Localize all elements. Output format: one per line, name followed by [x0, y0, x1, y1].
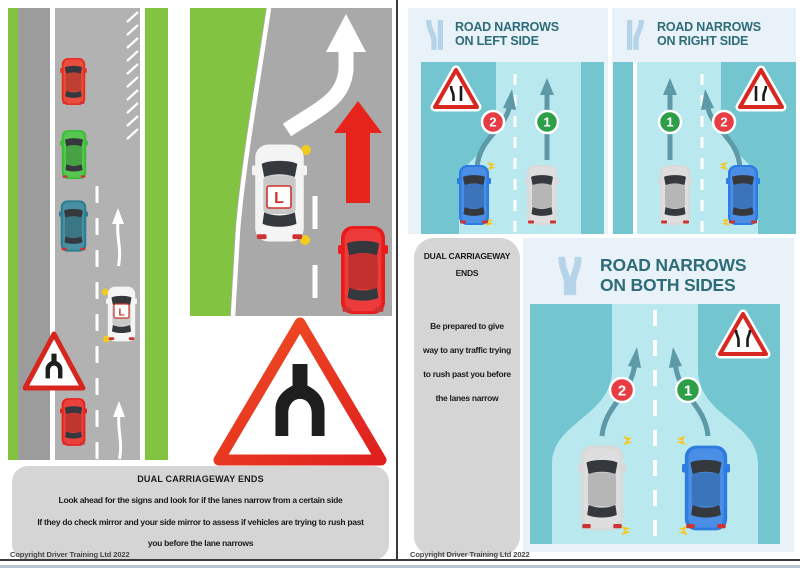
note-title-line: DUAL CARRIAGEWAY [423, 251, 511, 261]
road-narrows-right-icon [626, 19, 644, 50]
svg-text:2: 2 [720, 115, 727, 130]
car-blue [726, 165, 760, 225]
panel-title-line: ON LEFT SIDE [455, 34, 539, 49]
merge-path-arrow [282, 14, 366, 137]
panel-title-line: ROAD NARROWS [600, 255, 747, 275]
svg-text:2: 2 [489, 115, 496, 130]
note-line: the lanes narrow [435, 393, 499, 404]
lane-arrow [113, 401, 125, 460]
road-narrows-both-icon [558, 256, 582, 296]
panel-road-narrows-right: ROAD NARROWS ON RIGHT SIDE [612, 8, 796, 234]
badge-first [657, 109, 683, 135]
badge-second [608, 376, 636, 404]
badge-first [534, 109, 560, 135]
lane-arrow [112, 208, 124, 267]
window-bottom-edge [0, 565, 800, 568]
badge-second [711, 109, 737, 135]
car-teal [59, 200, 88, 252]
summary-line: If they do check mirror and your side mi… [37, 516, 364, 527]
page-right: ROAD NARROWS ON LEFT SIDE [400, 0, 800, 561]
road-narrows-left-icon [426, 19, 444, 50]
scene-narrows-left: 2 1 [421, 62, 604, 234]
car-red [338, 226, 388, 314]
car-gray [578, 445, 626, 531]
note-title-line: ENDS [455, 268, 479, 279]
panel-title-line: ROAD NARROWS [455, 20, 559, 34]
svg-text:2: 2 [618, 383, 626, 400]
summary-line: you before the lane narrows [147, 538, 254, 548]
illustration-dual-carriageway: L [8, 8, 168, 460]
road-edge-line [230, 8, 272, 316]
car-red [60, 58, 87, 105]
car-blue [682, 445, 730, 531]
summary-line: Look ahead for the signs and look for if… [58, 495, 343, 505]
warning-sign-dual-carriageway-ends-large [213, 317, 387, 466]
panel-road-narrows-left: ROAD NARROWS ON LEFT SIDE [408, 8, 608, 234]
svg-text:1: 1 [543, 115, 550, 130]
warning-sign-dual-carriageway-ends-small [22, 331, 86, 391]
verge [190, 8, 266, 316]
scene-narrows-right: 1 2 [613, 62, 796, 234]
summary-box: DUAL CARRIAGEWAY ENDS Look ahead for the… [12, 466, 389, 560]
summary-title: DUAL CARRIAGEWAY ENDS [137, 474, 264, 484]
copyright-right: Copyright Driver Training Ltd 2022 [410, 550, 530, 559]
learner-plate: L [274, 190, 284, 207]
learner-car: L [252, 144, 311, 245]
panel-title-line: ROAD NARROWS [657, 20, 761, 34]
note-box: DUAL CARRIAGEWAY ENDS Be prepared to giv… [414, 238, 520, 556]
note-line: way to any traffic trying [423, 344, 511, 355]
car-gray [658, 165, 692, 225]
note-line: Be prepared to give [430, 320, 504, 331]
overtaking-arrow [334, 101, 382, 203]
note-line: to rush past you before [423, 369, 511, 380]
car-gray [525, 165, 559, 225]
warning-sign-road-narrows-right [735, 65, 787, 112]
panel-title-line: ON BOTH SIDES [600, 274, 736, 295]
illustration-learner-merge: L [190, 8, 392, 316]
hatched-road-marking [126, 11, 139, 140]
warning-sign-road-narrows-both [715, 309, 771, 359]
car-green [60, 130, 88, 179]
panel-title-line: ON RIGHT SIDE [657, 34, 749, 49]
page-bottom-rule [0, 559, 800, 561]
warning-sign-road-narrows-left [430, 65, 482, 112]
copyright-left: Copyright Driver Training Ltd 2022 [10, 550, 130, 559]
learner-car: L [102, 286, 137, 343]
badge-second [480, 109, 506, 135]
page-divider [396, 0, 398, 561]
car-blue [457, 165, 491, 225]
badge-first [674, 376, 702, 404]
learner-plate: L [118, 308, 124, 319]
scene-narrows-both: 2 1 [530, 304, 780, 544]
car-red [60, 398, 87, 446]
page-left: L L [0, 0, 397, 561]
svg-text:1: 1 [666, 115, 673, 130]
panel-road-narrows-both: ROAD NARROWS ON BOTH SIDES [523, 238, 794, 552]
svg-text:1: 1 [684, 383, 692, 400]
